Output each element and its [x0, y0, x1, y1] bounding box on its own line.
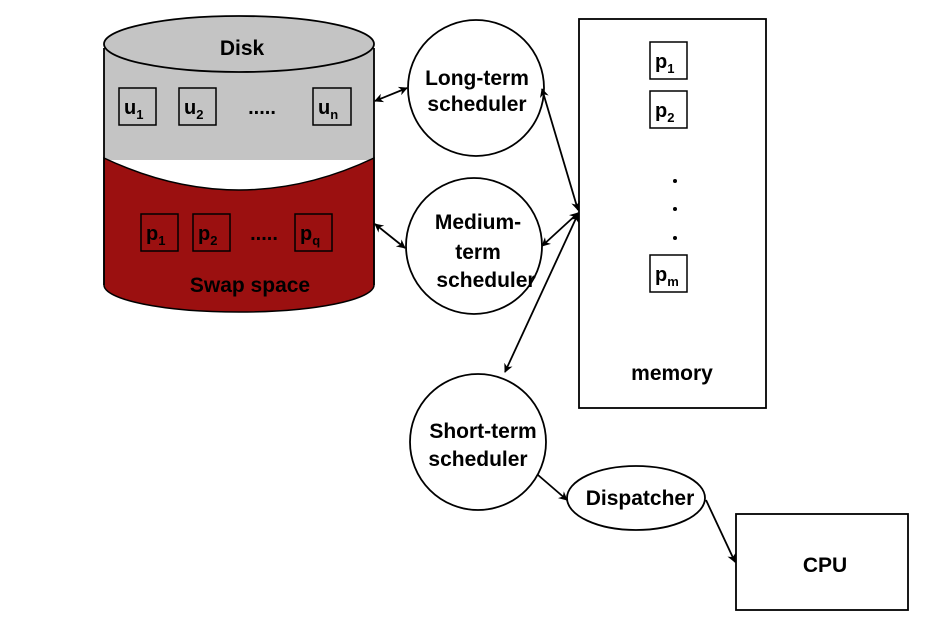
- memory-dot: [673, 179, 677, 183]
- memory-process-item: p1: [649, 41, 688, 80]
- svg-text:CPU: CPU: [803, 554, 847, 577]
- shortterm-dispatcher-arrow: [537, 474, 568, 501]
- disk-top: [103, 15, 375, 73]
- memory-process-item: pm: [649, 254, 688, 293]
- disk-user-item: u2: [178, 87, 217, 126]
- svg-text:u2: u2: [184, 97, 203, 122]
- memory-box: p1 p2 pm memory: [578, 18, 767, 409]
- svg-text:p1: p1: [146, 223, 165, 248]
- svg-text:Medium-: Medium-: [435, 211, 521, 234]
- swap-space-region: [103, 156, 375, 313]
- long-term-scheduler: Long-term scheduler: [407, 19, 545, 157]
- svg-text:un: un: [318, 97, 338, 122]
- disk-user-ellipsis: .....: [248, 97, 276, 119]
- swap-ellipsis: .....: [250, 223, 278, 245]
- svg-text:pq: pq: [300, 223, 320, 248]
- swap-process-item: p1: [140, 213, 179, 252]
- disk-title: Disk: [220, 37, 265, 60]
- svg-text:p1: p1: [655, 51, 674, 76]
- svg-text:term: term: [455, 241, 501, 264]
- svg-text:Short-term: Short-term: [429, 420, 536, 443]
- disk-cylinder: Disk u1 u2 ..... un p1 p2 ..... pq Swa: [103, 15, 375, 313]
- swap-mediumterm-arrow: [374, 223, 406, 249]
- svg-text:scheduler: scheduler: [436, 269, 535, 292]
- dispatcher: Dispatcher: [566, 465, 706, 531]
- memory-dot: [673, 236, 677, 240]
- svg-text:u1: u1: [124, 97, 143, 122]
- dispatcher-cpu-arrow: [705, 499, 736, 563]
- svg-text:p2: p2: [655, 100, 674, 125]
- disk-user-item: u1: [118, 87, 157, 126]
- svg-text:pm: pm: [655, 264, 679, 289]
- disk-longterm-arrow: [374, 86, 408, 103]
- memory-mediumterm-arrow: [541, 212, 579, 247]
- memory-dot: [673, 207, 677, 211]
- svg-text:Long-term: Long-term: [425, 67, 529, 90]
- swap-process-item: pq: [294, 213, 333, 252]
- medium-term-scheduler: Medium- term scheduler: [405, 177, 543, 315]
- memory-shortterm-arrow: [504, 213, 579, 373]
- svg-text:p2: p2: [198, 223, 217, 248]
- short-term-scheduler: Short-term scheduler: [409, 373, 547, 511]
- disk-user-item: un: [312, 87, 352, 126]
- swap-process-item: p2: [192, 213, 231, 252]
- swap-space-label: Swap space: [190, 274, 310, 297]
- memory-process-item: p2: [649, 90, 688, 129]
- svg-text:Dispatcher: Dispatcher: [586, 487, 695, 510]
- svg-text:scheduler: scheduler: [427, 93, 526, 116]
- memory-longterm-arrow: [539, 88, 581, 211]
- cpu-box: CPU: [735, 513, 909, 611]
- disk-body: [104, 48, 374, 160]
- svg-text:scheduler: scheduler: [428, 448, 527, 471]
- memory-label: memory: [631, 362, 713, 385]
